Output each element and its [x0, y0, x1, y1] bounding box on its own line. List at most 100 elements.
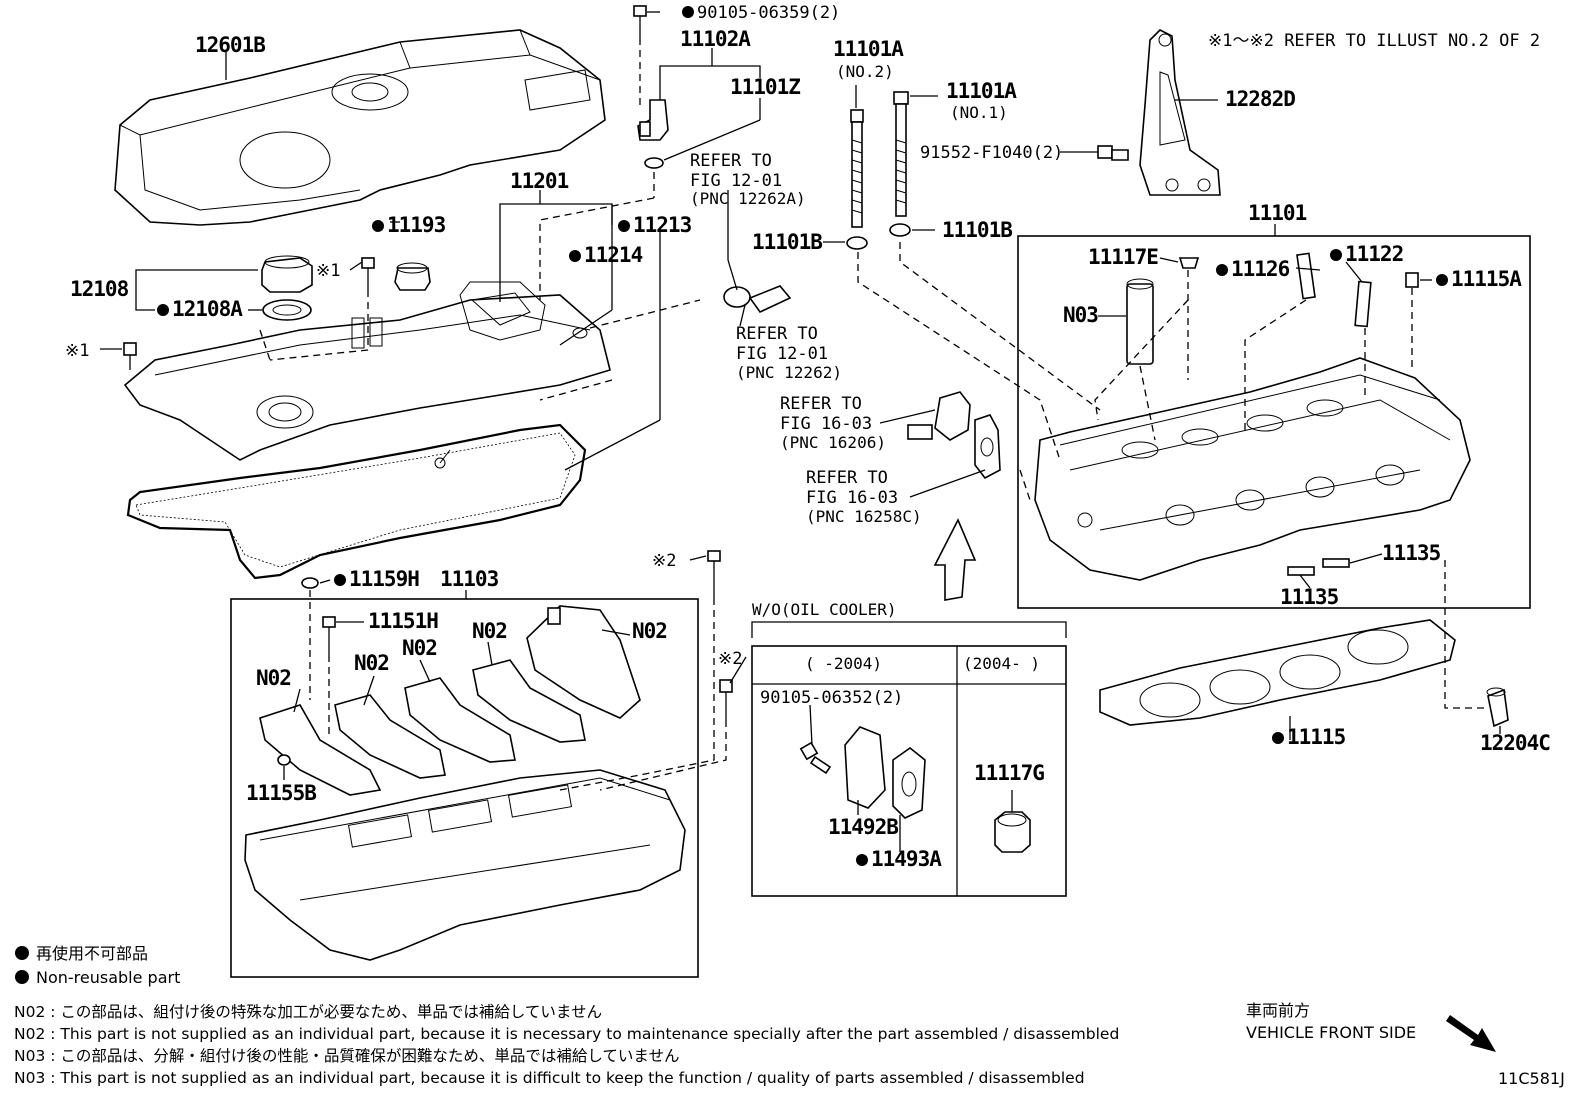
sensor-11102a-illustration: [633, 5, 669, 169]
oil-cooler-box: [751, 621, 1067, 897]
refer-12262-line1: REFER TO: [736, 324, 818, 344]
label-11101A-no2: 11101A: [833, 37, 904, 61]
non-reusable-dot-icon: [618, 220, 630, 232]
label-11101A-no1-sub: (NO.1): [950, 103, 1008, 122]
mark2-label: ※2: [652, 551, 676, 571]
refer-12262a-line1: REFER TO: [690, 151, 772, 171]
direction-arrow-icon: [933, 518, 977, 601]
label-11122: 11122: [1345, 242, 1403, 266]
refer-16258c-line1: REFER TO: [806, 468, 888, 488]
label-11103: 11103: [440, 567, 499, 591]
cylinder-head-illustration: [1034, 357, 1471, 581]
stud-bolts-illustration: [846, 91, 911, 250]
head-cover-illustration: [123, 281, 611, 469]
refer-parts-illustration: [907, 391, 1001, 480]
label-11115: 11115: [1287, 725, 1346, 749]
engine-cover-illustration: [114, 29, 606, 226]
stud-12204c-illustration: [1486, 687, 1509, 728]
refer-16206-line3: (PNC 16206): [780, 433, 886, 452]
label-N02: N02: [256, 666, 291, 690]
label-11213: 11213: [633, 213, 692, 237]
label-11101A-no1: 11101A: [946, 79, 1017, 103]
label-12204C: 12204C: [1480, 731, 1550, 755]
label-11101B-left: 11101B: [752, 230, 822, 254]
oil-filler-cap-illustration: [261, 255, 313, 321]
label-11135-b: 11135: [1280, 585, 1339, 609]
label-11117G: 11117G: [974, 761, 1044, 785]
label-11492B: 11492B: [828, 815, 898, 839]
mark2-label: ※2: [718, 649, 742, 669]
non-reusable-dot-icon: [856, 854, 868, 866]
label-N02: N02: [632, 619, 667, 643]
refer-illustration-note: ※1～※2 REFER TO ILLUST NO.2 OF 2: [1208, 31, 1540, 51]
hook-bracket-illustration: [1097, 29, 1221, 196]
label-11159H: 11159H: [349, 567, 419, 591]
non-reusable-dot-icon: [1272, 732, 1284, 744]
non-reusable-dot-icon: [569, 250, 581, 262]
refer-16206-line2: FIG 16-03: [780, 414, 872, 434]
non-reusable-dot-icon: [157, 304, 169, 316]
label-N02: N02: [354, 651, 389, 675]
label-11193: 11193: [387, 213, 446, 237]
camshaft-housing-sub-box: [230, 598, 699, 978]
refer-12262-line3: (PNC 12262): [736, 363, 842, 382]
plug-11193-illustration: [394, 262, 431, 291]
oil-cooler-col2: (2004- ): [963, 654, 1040, 673]
vehicle-front-jp: 車両前方: [1246, 1001, 1310, 1020]
non-reusable-dot-icon: [1330, 249, 1342, 261]
label-11126: 11126: [1231, 257, 1290, 281]
non-reusable-dot-icon: [1216, 264, 1228, 276]
vehicle-front-en: VEHICLE FRONT SIDE: [1246, 1023, 1416, 1042]
bolt-mark1-illustration: [123, 257, 375, 370]
label-11493A: 11493A: [871, 847, 942, 871]
non-reusable-dot-icon: [334, 574, 346, 586]
label-12601B: 12601B: [195, 33, 265, 57]
non-reusable-dot-icon: [1436, 274, 1448, 286]
non-reusable-dot-icon: [15, 970, 29, 984]
refer-16258c-line3: (PNC 16258C): [806, 507, 922, 526]
label-N02: N02: [472, 619, 507, 643]
label-N03: N03: [1063, 303, 1098, 327]
footnote-n02-jp: N02 : この部品は、組付け後の特殊な加工が必要なため、単品では補給していませ…: [14, 1003, 602, 1021]
non-reusable-dot-icon: [682, 6, 694, 18]
label-12282D: 12282D: [1225, 87, 1295, 111]
label-N02: N02: [402, 636, 437, 660]
footnote-n02-en: N02 : This part is not supplied as an in…: [14, 1025, 1119, 1043]
bolt-mark2-illustration: [707, 550, 733, 720]
footnote-n03-jp: N03 : この部品は、分解・組付け後の性能・品質確保が困難なため、単品では補給…: [14, 1047, 679, 1065]
head-gasket-illustration: [1099, 619, 1456, 726]
label-11117E: 11117E: [1088, 245, 1158, 269]
footnote-n03-en: N03 : This part is not supplied as an in…: [14, 1069, 1085, 1087]
diagram-code: 11C581J: [1498, 1069, 1565, 1088]
oil-cooler-title: W/O(OIL COOLER): [752, 600, 897, 619]
legend-en: Non-reusable part: [36, 968, 180, 987]
hose-12262-illustration: [723, 285, 792, 314]
non-reusable-dot-icon: [15, 946, 29, 960]
label-90105-06352: 90105-06352(2): [760, 688, 903, 708]
refer-16258c-line2: FIG 16-03: [806, 488, 898, 508]
refer-12262a-line2: FIG 12-01: [690, 171, 782, 191]
refer-12262a-line3: (PNC 12262A): [690, 189, 806, 208]
legend-jp: 再使用不可部品: [36, 944, 148, 963]
non-reusable-dot-icon: [372, 220, 384, 232]
label-11115A: 11115A: [1451, 267, 1522, 291]
refer-16206-line1: REFER TO: [780, 394, 862, 414]
refer-12262-line2: FIG 12-01: [736, 344, 828, 364]
bearing-caps-illustration: [259, 577, 641, 796]
leader-lines: [100, 11, 1501, 852]
camshaft-housing-illustration: [244, 769, 686, 961]
label-11214: 11214: [584, 243, 643, 267]
label-90105-06359: 90105-06359(2): [697, 3, 840, 23]
label-91552-F1040: 91552-F1040(2): [920, 143, 1063, 163]
label-11151H: 11151H: [368, 609, 438, 633]
label-11201: 11201: [510, 169, 569, 193]
label-11101Z: 11101Z: [730, 75, 800, 99]
label-12108: 12108: [70, 277, 129, 301]
label-11135-a: 11135: [1382, 541, 1441, 565]
oil-cooler-col1: ( -2004): [805, 654, 882, 673]
head-cover-gasket-illustration: [126, 423, 587, 580]
label-11102A: 11102A: [680, 27, 751, 51]
assembly-dash-lines: [259, 38, 1488, 791]
mark1-label: ※1: [65, 341, 89, 361]
